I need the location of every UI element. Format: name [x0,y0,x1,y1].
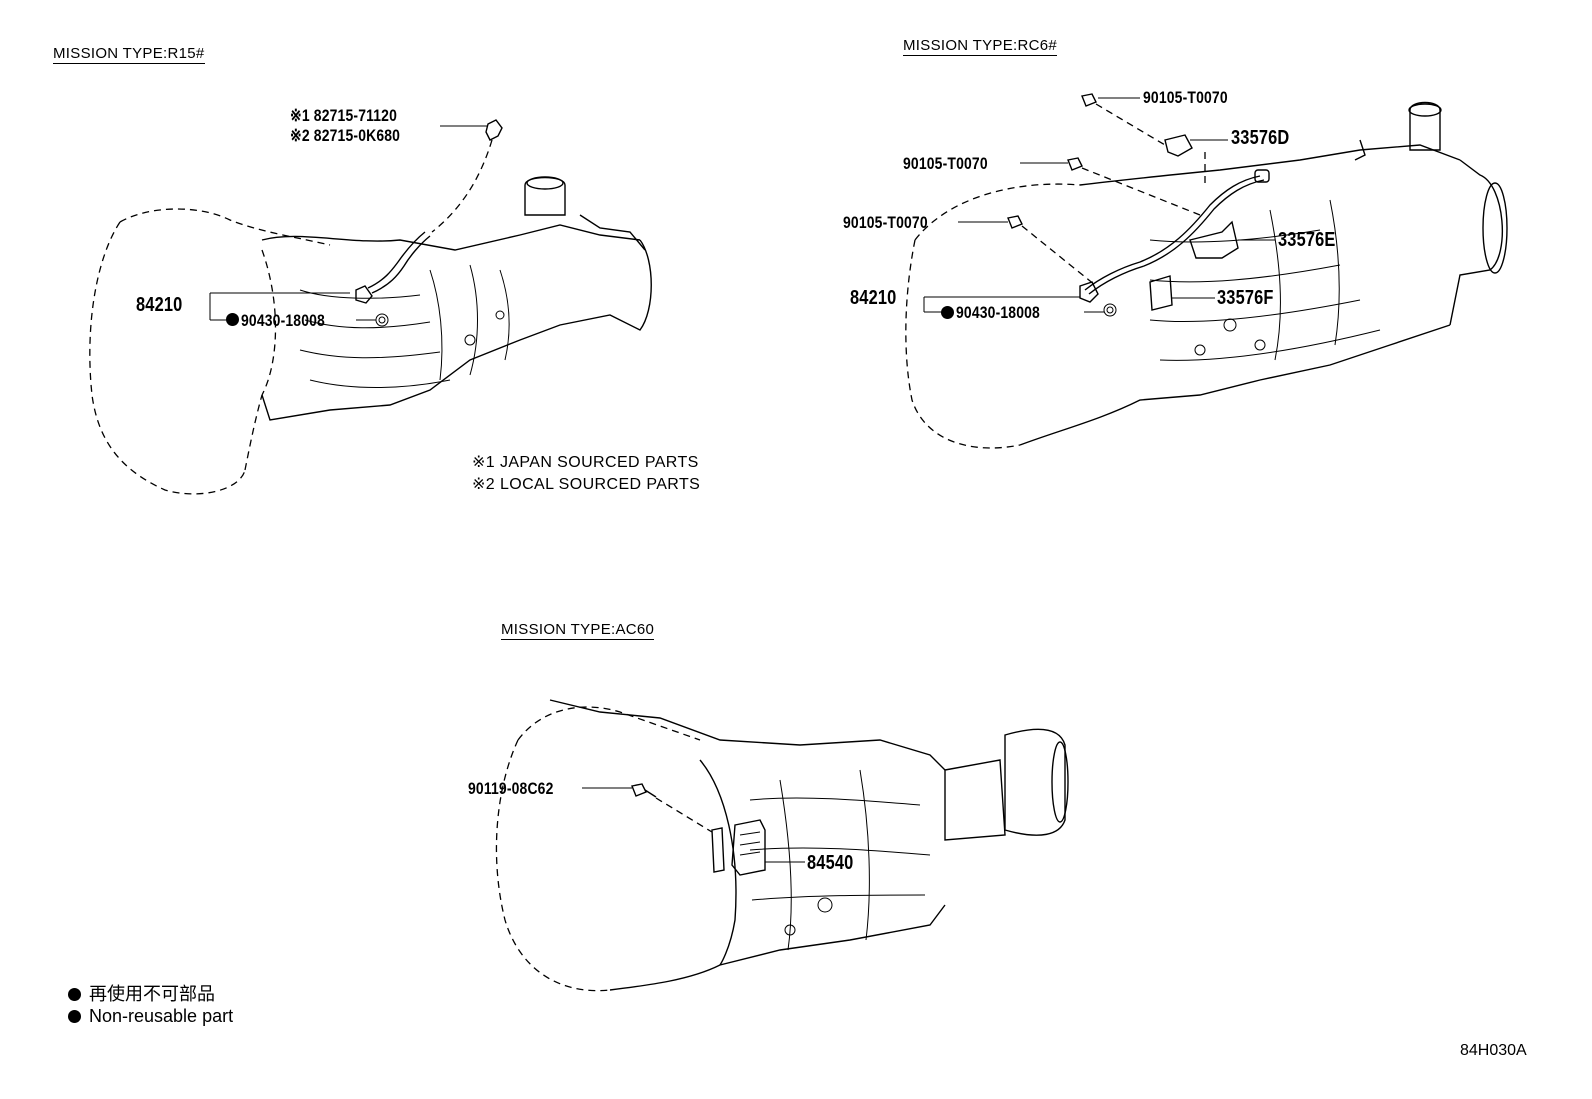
r15-gasket-callout [226,312,247,330]
rc6-part-bolt-low[interactable]: 90105-T0070 [843,213,928,232]
legend-non-reusable-jp: 再使用不可部品 [68,980,215,1006]
rc6-part-gasket[interactable]: 90430-18008 [956,303,1040,322]
r15-section-title: MISSION TYPE:R15# [53,45,205,64]
diagram-code: 84H030A [1460,1042,1527,1059]
rc6-section-title: MISSION TYPE:RC6# [903,37,1058,56]
r15-part-japan-clamp[interactable]: ※1 82715-71120 [290,106,398,125]
rc6-transmission-illustration [905,93,1508,449]
non-reusable-dot-icon [226,313,239,326]
rc6-part-bolt-top[interactable]: 90105-T0070 [1143,88,1228,107]
r15-part-gasket[interactable]: 90430-18008 [241,311,325,330]
rc6-part-speed-sensor[interactable]: 84210 [850,287,897,309]
r15-part-speed-sensor[interactable]: 84210 [136,294,183,316]
legend-jp-label: 再使用不可部品 [89,984,215,1004]
ac60-transmission-illustration [495,699,1069,992]
r15-transmission-illustration [89,119,652,495]
rc6-part-bracket-d[interactable]: 33576D [1231,127,1290,149]
ac60-part-bolt[interactable]: 90119-08C62 [468,779,554,798]
rc6-part-bracket-f[interactable]: 33576F [1217,287,1274,309]
ac60-part-speed-sensor[interactable]: 84540 [807,852,854,874]
rc6-part-bolt-mid[interactable]: 90105-T0070 [903,154,988,173]
rc6-part-bracket-e[interactable]: 33576E [1278,229,1336,251]
rc6-gasket-callout [941,305,962,323]
r15-note-local-sourced: ※2 LOCAL SOURCED PARTS [472,476,701,493]
non-reusable-dot-icon [68,988,81,1001]
legend-en-label: Non-reusable part [89,1006,234,1026]
r15-note-japan-sourced: ※1 JAPAN SOURCED PARTS [472,454,699,471]
legend-non-reusable-en: Non-reusable part [68,1006,233,1027]
non-reusable-dot-icon [941,306,954,319]
r15-part-local-clamp[interactable]: ※2 82715-0K680 [290,126,401,145]
ac60-section-title: MISSION TYPE:AC60 [501,621,655,640]
non-reusable-dot-icon [68,1010,81,1023]
